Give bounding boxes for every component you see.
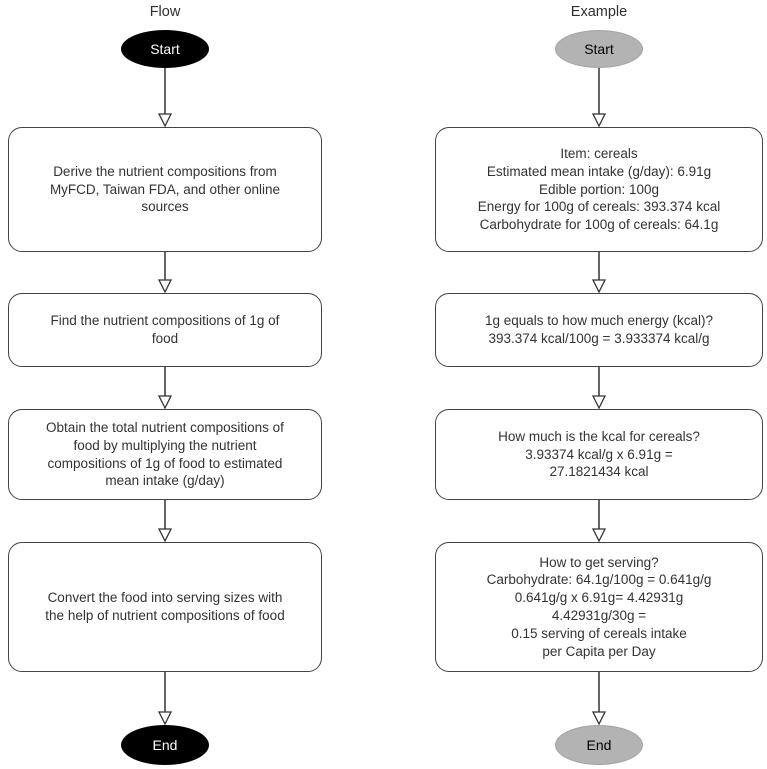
flow-column: Flow Start Derive the nutrient compositi… bbox=[8, 0, 322, 765]
process-box: Find the nutrient compositions of 1g of … bbox=[8, 293, 322, 367]
arrow-down-icon bbox=[157, 367, 173, 409]
process-box-text: Obtain the total nutrient compositions o… bbox=[46, 419, 284, 489]
arrow-down-icon bbox=[591, 367, 607, 409]
start-node-label: Start bbox=[584, 41, 614, 57]
start-node: Start bbox=[121, 30, 209, 68]
arrow-down-icon bbox=[591, 252, 607, 293]
end-node-label: End bbox=[586, 737, 612, 753]
process-box-text: 1g equals to how much energy (kcal)? 393… bbox=[484, 313, 714, 346]
process-box: Item: cereals Estimated mean intake (g/d… bbox=[435, 127, 763, 252]
process-box: 1g equals to how much energy (kcal)? 393… bbox=[435, 293, 763, 367]
arrow-down-icon bbox=[157, 252, 173, 293]
example-column-title: Example bbox=[570, 4, 628, 20]
process-box-text: Item: cereals Estimated mean intake (g/d… bbox=[477, 145, 721, 233]
arrow-down-icon bbox=[157, 500, 173, 542]
arrow-down-icon bbox=[157, 68, 173, 127]
process-box: Derive the nutrient compositions from My… bbox=[8, 127, 322, 252]
process-box-text: How to get serving? Carbohydrate: 64.1g/… bbox=[486, 554, 712, 659]
process-box-text: Convert the food into serving sizes with… bbox=[45, 590, 285, 623]
process-box-text: Find the nutrient compositions of 1g of … bbox=[50, 313, 280, 346]
process-box-text: Derive the nutrient compositions from My… bbox=[49, 163, 281, 215]
start-node: Start bbox=[555, 30, 643, 68]
example-column: Example Start Item: cereals Estimated me… bbox=[435, 0, 763, 765]
arrow-down-icon bbox=[157, 672, 173, 725]
start-node-label: Start bbox=[150, 41, 180, 57]
process-box: Obtain the total nutrient compositions o… bbox=[8, 409, 322, 500]
arrow-down-icon bbox=[591, 672, 607, 725]
arrow-down-icon bbox=[591, 68, 607, 127]
process-box: Convert the food into serving sizes with… bbox=[8, 542, 322, 672]
end-node-label: End bbox=[152, 737, 178, 753]
flow-column-title: Flow bbox=[149, 4, 181, 20]
process-box: How to get serving? Carbohydrate: 64.1g/… bbox=[435, 542, 763, 672]
arrow-down-icon bbox=[591, 500, 607, 542]
process-box: How much is the kcal for cereals? 3.9337… bbox=[435, 409, 763, 500]
end-node: End bbox=[121, 725, 209, 765]
end-node: End bbox=[555, 725, 643, 765]
process-box-text: How much is the kcal for cereals? 3.9337… bbox=[498, 428, 700, 480]
